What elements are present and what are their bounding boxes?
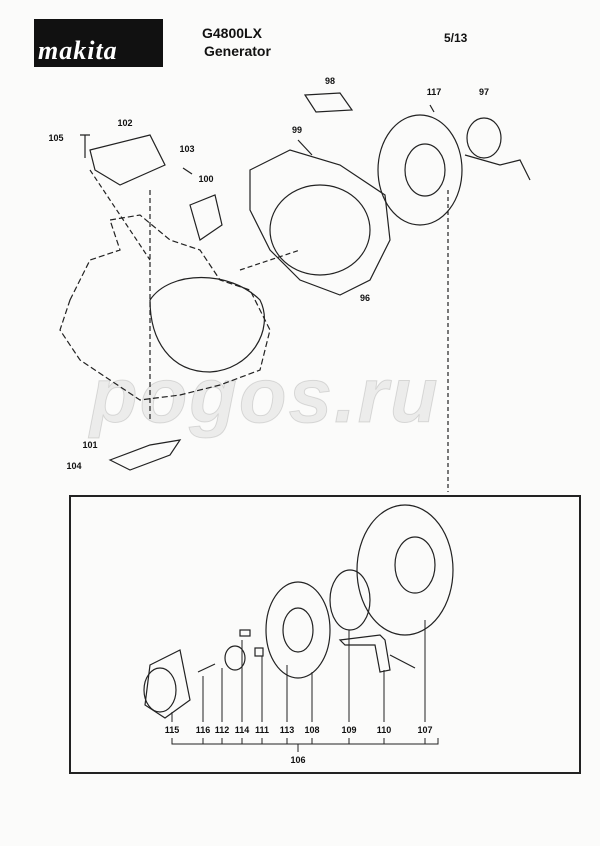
makita-logo: makita xyxy=(34,19,163,67)
part-100-bracket xyxy=(189,194,223,241)
label-97: 97 xyxy=(478,87,490,97)
part-115-pulley xyxy=(144,649,191,719)
part-110-handle xyxy=(338,634,391,673)
page-number: 5/13 xyxy=(444,31,468,45)
part-110-rope xyxy=(389,654,416,669)
part-116-screw xyxy=(197,663,216,673)
label-106: 106 xyxy=(290,755,306,765)
part-115-pulley-face xyxy=(143,667,177,713)
label-111: 111 xyxy=(254,725,270,735)
part-105-bolt xyxy=(80,134,90,158)
part-101-bracket xyxy=(108,439,182,471)
model-number: G4800LX xyxy=(202,25,262,41)
part-96-fan-housing xyxy=(249,149,391,296)
label-99: 99 xyxy=(291,125,303,135)
label-107: 107 xyxy=(417,725,433,735)
part-99-bolt xyxy=(297,139,313,156)
part-108-reel-hub xyxy=(282,607,314,653)
label-101: 101 xyxy=(82,440,98,450)
label-113: 113 xyxy=(279,725,295,735)
engine-outline xyxy=(59,214,271,401)
part-109-spring xyxy=(329,569,371,631)
label-103: 103 xyxy=(179,144,195,154)
label-116: 116 xyxy=(195,725,211,735)
assembly-box xyxy=(69,495,581,774)
part-114-pawl xyxy=(239,629,251,637)
label-100: 100 xyxy=(198,174,214,184)
part-107-case-hub xyxy=(394,536,436,594)
fan-housing-opening xyxy=(269,184,371,276)
label-117: 117 xyxy=(426,87,442,97)
part-98-label xyxy=(303,92,354,113)
label-110: 110 xyxy=(376,725,392,735)
part-107-case xyxy=(356,504,454,636)
upper-recoil-starter xyxy=(377,114,463,226)
upper-starter-rope-handle xyxy=(429,104,531,181)
part-112-ratchet xyxy=(224,645,246,671)
part-111-spring xyxy=(254,647,264,657)
label-108: 108 xyxy=(304,725,320,735)
label-102: 102 xyxy=(117,118,133,128)
label-105: 105 xyxy=(48,133,64,143)
upper-guide-lines xyxy=(89,169,301,420)
label-104: 104 xyxy=(66,461,82,471)
engine-cylinder-outline xyxy=(149,276,265,373)
part-103-screw xyxy=(182,167,193,175)
assembly-leaders xyxy=(171,620,439,752)
watermark: pogos.ru xyxy=(90,351,440,440)
label-109: 109 xyxy=(341,725,357,735)
label-98: 98 xyxy=(324,76,336,86)
part-108-reel xyxy=(265,581,331,679)
label-115: 115 xyxy=(164,725,180,735)
part-102-cover xyxy=(89,134,166,186)
label-114: 114 xyxy=(234,725,250,735)
label-96: 96 xyxy=(359,293,371,303)
upper-recoil-starter-hub xyxy=(404,143,446,197)
part-97-cap xyxy=(466,117,502,159)
product-name: Generator xyxy=(204,43,271,59)
label-112: 112 xyxy=(214,725,230,735)
